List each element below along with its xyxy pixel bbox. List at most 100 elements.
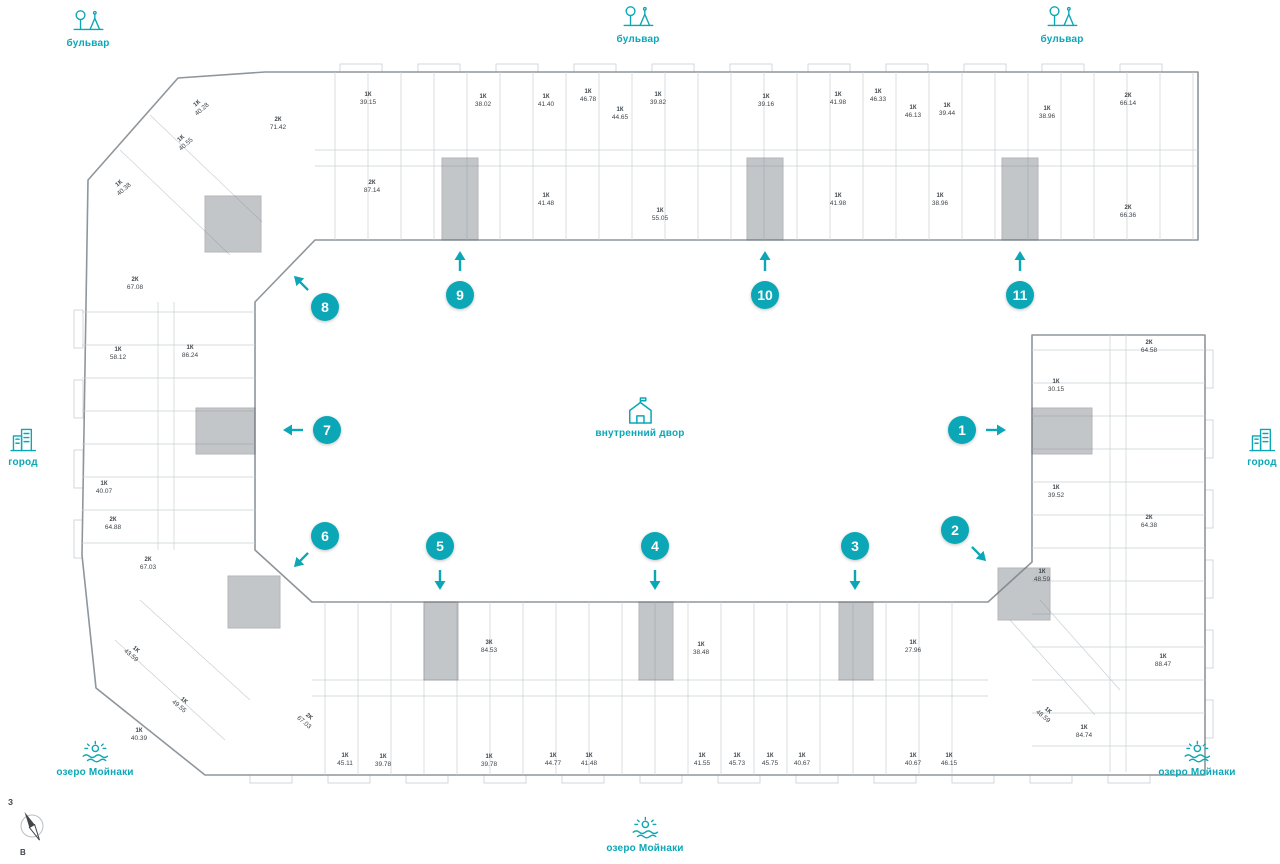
entrance-marker-2[interactable]: 2 xyxy=(941,516,969,544)
entrance-arrow-7 xyxy=(281,418,305,442)
entrance-arrow-8 xyxy=(284,266,318,300)
boulevard-icon xyxy=(622,4,654,31)
landmark-label: озеро Мойнаки xyxy=(606,843,684,854)
lake-icon xyxy=(1181,738,1213,764)
landmark-label: город xyxy=(8,457,38,468)
landmark-boulevard-top-right: бульвар xyxy=(1040,4,1083,45)
entrance-marker-8[interactable]: 8 xyxy=(311,293,339,321)
entrance-arrow-2 xyxy=(962,537,996,571)
landmark-boulevard-top-left: бульвар xyxy=(66,8,109,49)
landmark-label: озеро Мойнаки xyxy=(56,767,134,778)
compass: З В xyxy=(6,798,58,858)
entrance-marker-7[interactable]: 7 xyxy=(313,416,341,444)
entrance-arrow-11 xyxy=(1008,249,1032,273)
compass-letter-top: З xyxy=(8,798,14,807)
entrance-marker-6[interactable]: 6 xyxy=(311,522,339,550)
landmark-label: внутренний двор xyxy=(595,428,685,439)
courtyard-icon xyxy=(624,396,656,425)
landmark-label: бульвар xyxy=(66,38,110,49)
entrance-marker-4[interactable]: 4 xyxy=(641,532,669,560)
landmark-city-right: город xyxy=(1247,426,1277,468)
entrance-arrow-5 xyxy=(428,568,452,592)
entrance-marker-5[interactable]: 5 xyxy=(426,532,454,560)
landmark-lake-bottom-right: озеро Мойнаки xyxy=(1158,738,1235,778)
boulevard-icon xyxy=(72,8,104,35)
entrance-arrow-10 xyxy=(753,249,777,273)
lake-icon xyxy=(79,738,111,764)
entrance-marker-10[interactable]: 10 xyxy=(751,281,779,309)
entrance-arrow-4 xyxy=(643,568,667,592)
entrance-marker-9[interactable]: 9 xyxy=(446,281,474,309)
compass-rose-icon xyxy=(20,811,44,841)
entrance-marker-3[interactable]: 3 xyxy=(841,532,869,560)
city-icon xyxy=(1249,426,1275,454)
landmark-lake-bottom-center: озеро Мойнаки xyxy=(606,814,683,854)
landmark-courtyard: внутренний двор xyxy=(595,396,684,439)
landmark-label: бульвар xyxy=(616,34,660,45)
entrance-arrow-6 xyxy=(284,543,318,577)
landmark-label: бульвар xyxy=(1040,34,1084,45)
entrance-arrow-1 xyxy=(984,418,1008,442)
landmark-label: озеро Мойнаки xyxy=(1158,767,1236,778)
boulevard-icon xyxy=(1046,4,1078,31)
compass-letter-bottom: В xyxy=(20,848,26,857)
entrance-marker-1[interactable]: 1 xyxy=(948,416,976,444)
landmark-city-left: город xyxy=(8,426,38,468)
entrance-arrow-3 xyxy=(843,568,867,592)
landmark-label: город xyxy=(1247,457,1277,468)
entrance-marker-11[interactable]: 11 xyxy=(1006,281,1034,309)
landmark-lake-bottom-left: озеро Мойнаки xyxy=(56,738,133,778)
lake-icon xyxy=(629,814,661,840)
city-icon xyxy=(10,426,36,454)
